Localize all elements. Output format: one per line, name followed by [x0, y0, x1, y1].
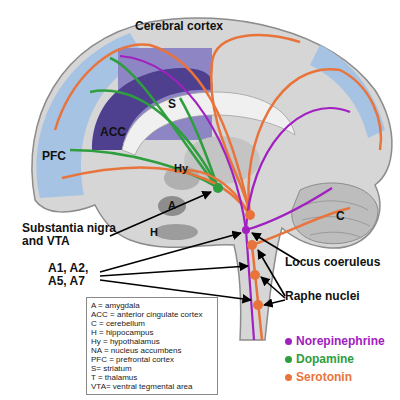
key-entry: VTA= ventral tegmental area — [91, 382, 213, 391]
brain-outline — [32, 18, 392, 340]
leader-lines — [100, 192, 300, 305]
region-label: A — [168, 199, 176, 211]
nucleus-label: Locus coeruleus — [285, 256, 380, 269]
legend-swatch — [285, 356, 292, 363]
key-entry: PFC = prefrontal cortex — [91, 355, 213, 364]
region-label: C — [336, 210, 345, 223]
legend-item: Norepinephrine — [285, 334, 385, 348]
legend-text: Dopamine — [296, 352, 354, 366]
hippocampus-region — [154, 224, 198, 240]
legend-swatch — [285, 374, 292, 381]
key-entry: S= striatum — [91, 364, 213, 373]
key-entry: H = hippocampus — [91, 328, 213, 337]
nucleus-dots — [213, 183, 263, 310]
region-label: PFC — [42, 150, 66, 163]
key-entry: T = thalamus — [91, 373, 213, 382]
key-entry: A = amygdala — [91, 301, 213, 310]
key-entry: Hy = hypothalamus — [91, 337, 213, 346]
nucleus-label: A1, A2, A5, A7 — [48, 262, 103, 288]
key-entry: NA = nucleus accumbens — [91, 346, 213, 355]
region-label: S — [168, 98, 176, 111]
legend-swatch — [285, 338, 292, 345]
region-label: Hy — [174, 162, 188, 174]
legend-item: Dopamine — [285, 352, 354, 366]
legend-item: Serotonin — [285, 370, 352, 384]
nucleus-label: Substantia nigra and VTA — [22, 222, 122, 248]
serotonin-pathways — [55, 35, 381, 340]
parietal-cortex-region — [310, 45, 385, 138]
legend-text: Norepinephrine — [296, 334, 385, 348]
key-box: A = amygdalaACC = anterior cingulate cor… — [86, 297, 218, 395]
region-label: ACC — [100, 126, 126, 139]
cerebellum-folia — [302, 201, 370, 238]
key-entry: C = cerebellum — [91, 319, 213, 328]
region-label: Cerebral cortex — [135, 20, 223, 33]
nucleus-label: Raphe nuclei — [285, 290, 360, 303]
region-label: H — [150, 226, 158, 238]
legend-text: Serotonin — [296, 370, 352, 384]
key-entry: ACC = anterior cingulate cortex — [91, 310, 213, 319]
